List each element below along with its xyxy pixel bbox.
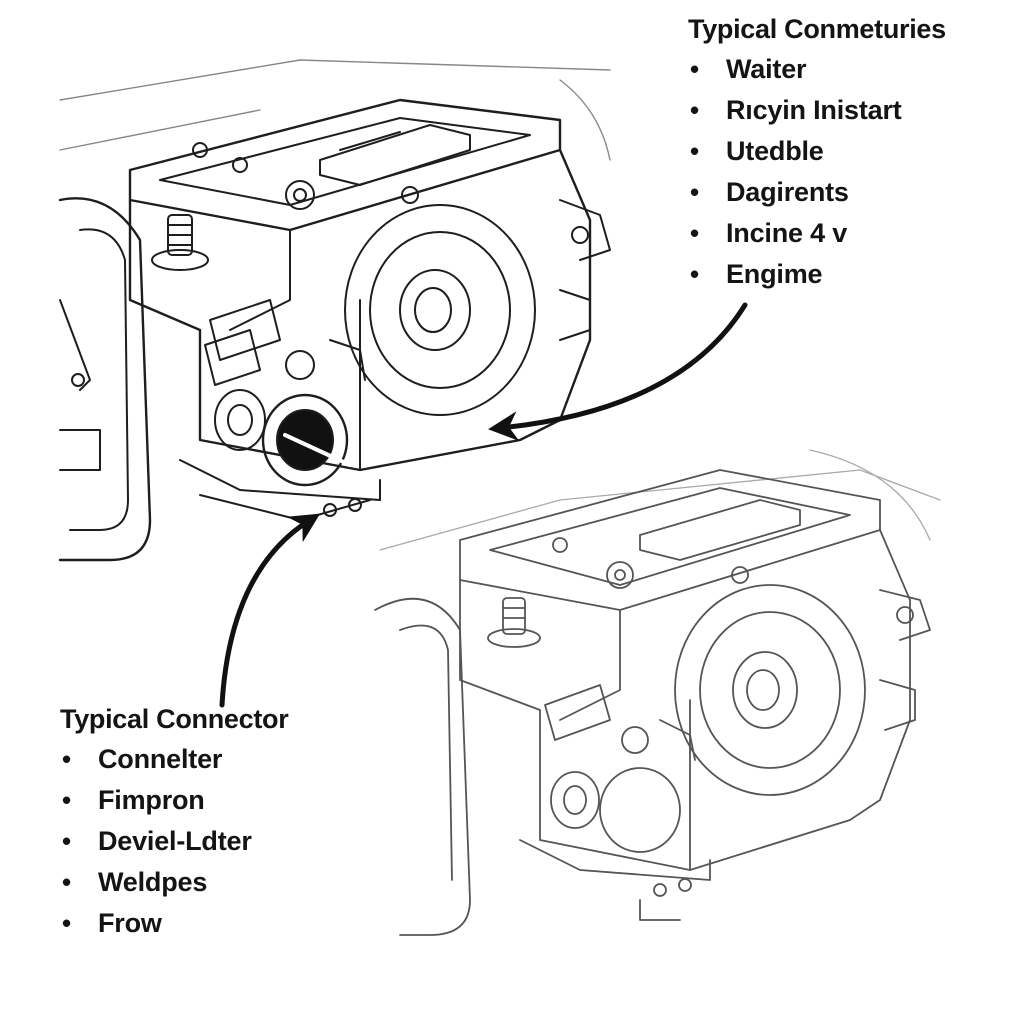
bullet-icon: • <box>690 259 699 289</box>
list-item: • Frow <box>60 903 288 944</box>
bullet-icon: • <box>690 54 699 84</box>
list-item-label: Weldpes <box>98 867 208 897</box>
list-item: • Fimpron <box>60 780 288 821</box>
list-item: • Connelter <box>60 739 288 780</box>
bottom-label-list: Typical Connector • Connelter • Fimpron • D… <box>60 704 289 944</box>
bullet-icon: • <box>62 744 71 774</box>
list-item: • Incine 4 v <box>688 213 946 254</box>
top-label-list: Typical Conmeturies • Waiter • Rıcyin Inis… <box>688 14 946 295</box>
list-item-label: Dagirents <box>726 177 849 207</box>
list-item: • Dagirents <box>688 172 946 213</box>
list-item-label: Frow <box>98 908 162 938</box>
bullet-icon: • <box>690 95 699 125</box>
list-item: • Waiter <box>688 49 946 90</box>
bullet-icon: • <box>62 826 71 856</box>
list-item-label: Connelter <box>98 744 223 774</box>
list-item-label: Engime <box>726 259 823 289</box>
list-item-label: Rıcyin Inistart <box>726 95 902 125</box>
list-item-label: Utedble <box>726 136 824 166</box>
top-list: • Waiter • Rıcyin Inistart • Utedble • Dagir… <box>688 49 946 295</box>
bullet-icon: • <box>690 177 699 207</box>
bullet-icon: • <box>690 136 699 166</box>
list-item: • Rıcyin Inistart <box>688 90 946 131</box>
bullet-icon: • <box>62 785 71 815</box>
arrow-icon-bottom <box>219 513 321 708</box>
bullet-icon: • <box>62 908 71 938</box>
bullet-icon: • <box>690 218 699 248</box>
bullet-icon: • <box>62 867 71 897</box>
list-item-label: Fimpron <box>98 785 205 815</box>
list-item-label: Deviel-Ldter <box>98 826 252 856</box>
list-item: • Engime <box>688 254 946 295</box>
list-item: • Weldpes <box>60 862 288 903</box>
top-list-title: Typical Conmeturies <box>688 14 946 44</box>
bottom-list: • Connelter • Fimpron • Deviel-Ldter • Weldp… <box>60 739 288 944</box>
bottom-list-title: Typical Connector <box>60 704 289 734</box>
engine-illustration-bottom <box>374 449 941 936</box>
arrow-icon-top <box>488 302 748 442</box>
list-item: • Deviel-Ldter <box>60 821 288 862</box>
list-item-label: Incine 4 v <box>726 218 848 248</box>
list-item-label: Waiter <box>726 54 807 84</box>
engine-illustration-top <box>58 59 611 562</box>
list-item: • Utedble <box>688 131 946 172</box>
